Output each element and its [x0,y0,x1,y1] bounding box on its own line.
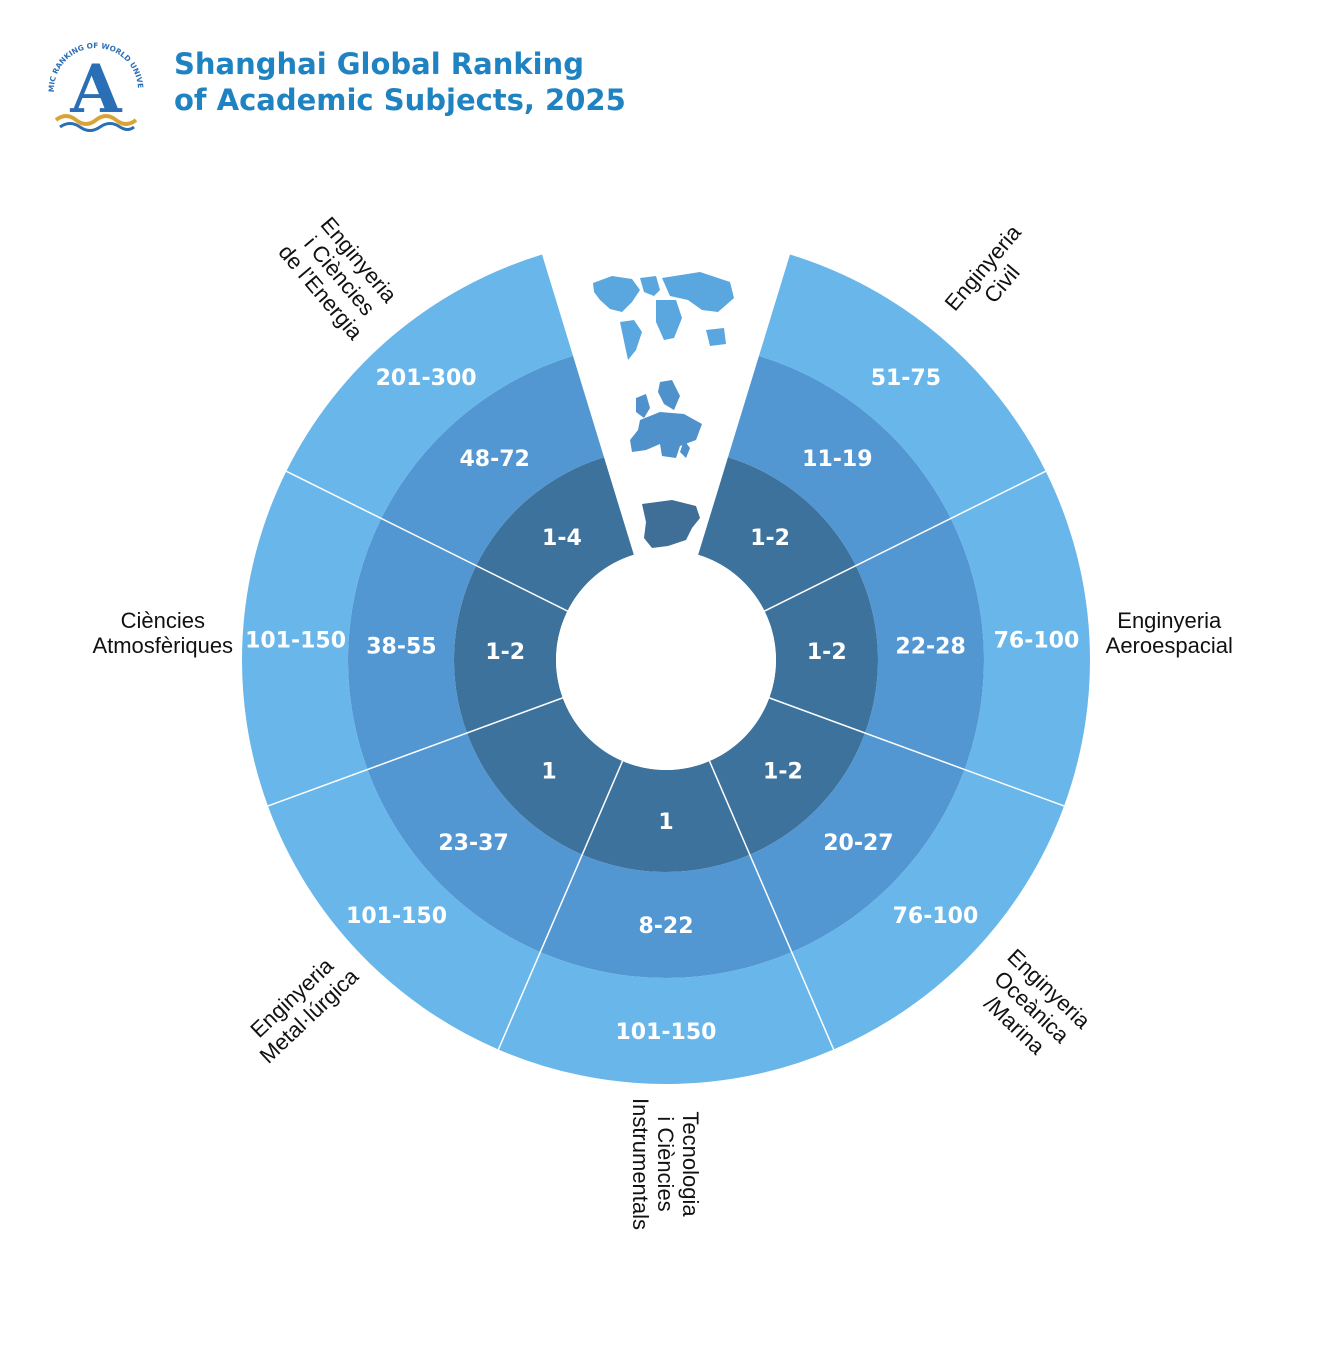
rank-spain-label: 1-2 [807,640,847,665]
segment-divider [764,470,1047,612]
segment-spain [242,471,382,807]
rank-europe-label: 48-72 [459,447,529,472]
rank-europe-label: 8-22 [638,914,693,939]
subject-label-line: Tecnologia [678,1111,703,1217]
rank-world-label: 76-100 [893,904,979,929]
world-map-icon [593,272,734,360]
rank-europe-label: 11-19 [802,447,872,472]
rank-spain-label: 1-2 [750,526,790,551]
rank-spain-label: 1-2 [763,760,803,785]
rank-europe-label: 22-28 [895,634,965,659]
segment-spain [758,254,1046,519]
segment-divider [497,760,624,1051]
rank-spain-label: 1 [541,760,556,785]
segment-spain [286,254,574,519]
segment-divider [708,760,835,1051]
segment-world [698,457,856,612]
segment-europe [381,355,605,566]
rank-world-label: 76-100 [994,629,1080,654]
logo-letter: A [69,50,122,128]
segment-europe [540,854,792,978]
rank-world-label: 101-150 [346,904,447,929]
segment-spain [950,471,1091,807]
segment-europe [749,733,965,953]
rank-world-label: 101-150 [245,629,346,654]
title-line-2: of Academic Subjects, 2025 [174,83,626,117]
rank-europe-label: 38-55 [366,634,436,659]
segment-spain [791,769,1065,1050]
rank-spain-label: 1 [658,810,673,835]
rank-spain-label: 1-2 [485,640,525,665]
rank-europe-label: 20-27 [823,831,893,856]
europe-map-icon [630,380,702,458]
segment-world [764,565,878,734]
subject-label-line: Atmosfèriques [92,633,233,658]
center-hole [556,550,776,770]
segment-spain [267,769,541,1050]
rank-world-label: 51-75 [871,366,941,391]
segment-europe [727,355,951,566]
rank-world-label: 101-150 [616,1020,717,1045]
page-title: Shanghai Global Ranking of Academic Subj… [174,46,626,118]
segment-world [454,565,568,734]
title-line-1: Shanghai Global Ranking [174,47,584,81]
segment-world [476,457,634,612]
subject-label-line: Enginyeria [1117,608,1222,633]
rank-europe-label: 23-37 [438,831,508,856]
segment-world [709,697,866,855]
segment-spain [498,952,834,1084]
rank-spain-label: 1-4 [542,526,582,551]
segment-divider [769,697,1066,808]
segment-divider [285,470,568,612]
spain-map-icon [642,500,700,548]
logo-wave-icon [54,114,138,126]
segment-europe [367,733,583,953]
rank-world-label: 201-300 [376,366,477,391]
segment-world [582,761,750,872]
segment-europe [855,518,984,770]
segment-world [466,697,623,855]
subject-label-line: Aeroespacial [1106,633,1233,658]
arwu-logo: ACADEMIC RANKING OF WORLD UNIVERSITIES A [40,28,145,132]
subject-label-line: Instrumentals [628,1098,653,1230]
subject-label-line: i Ciències [653,1116,678,1211]
subject-label-line: Ciències [121,608,205,633]
segment-divider [266,697,563,808]
logo-wave-icon [59,122,135,132]
segment-europe [348,518,477,770]
